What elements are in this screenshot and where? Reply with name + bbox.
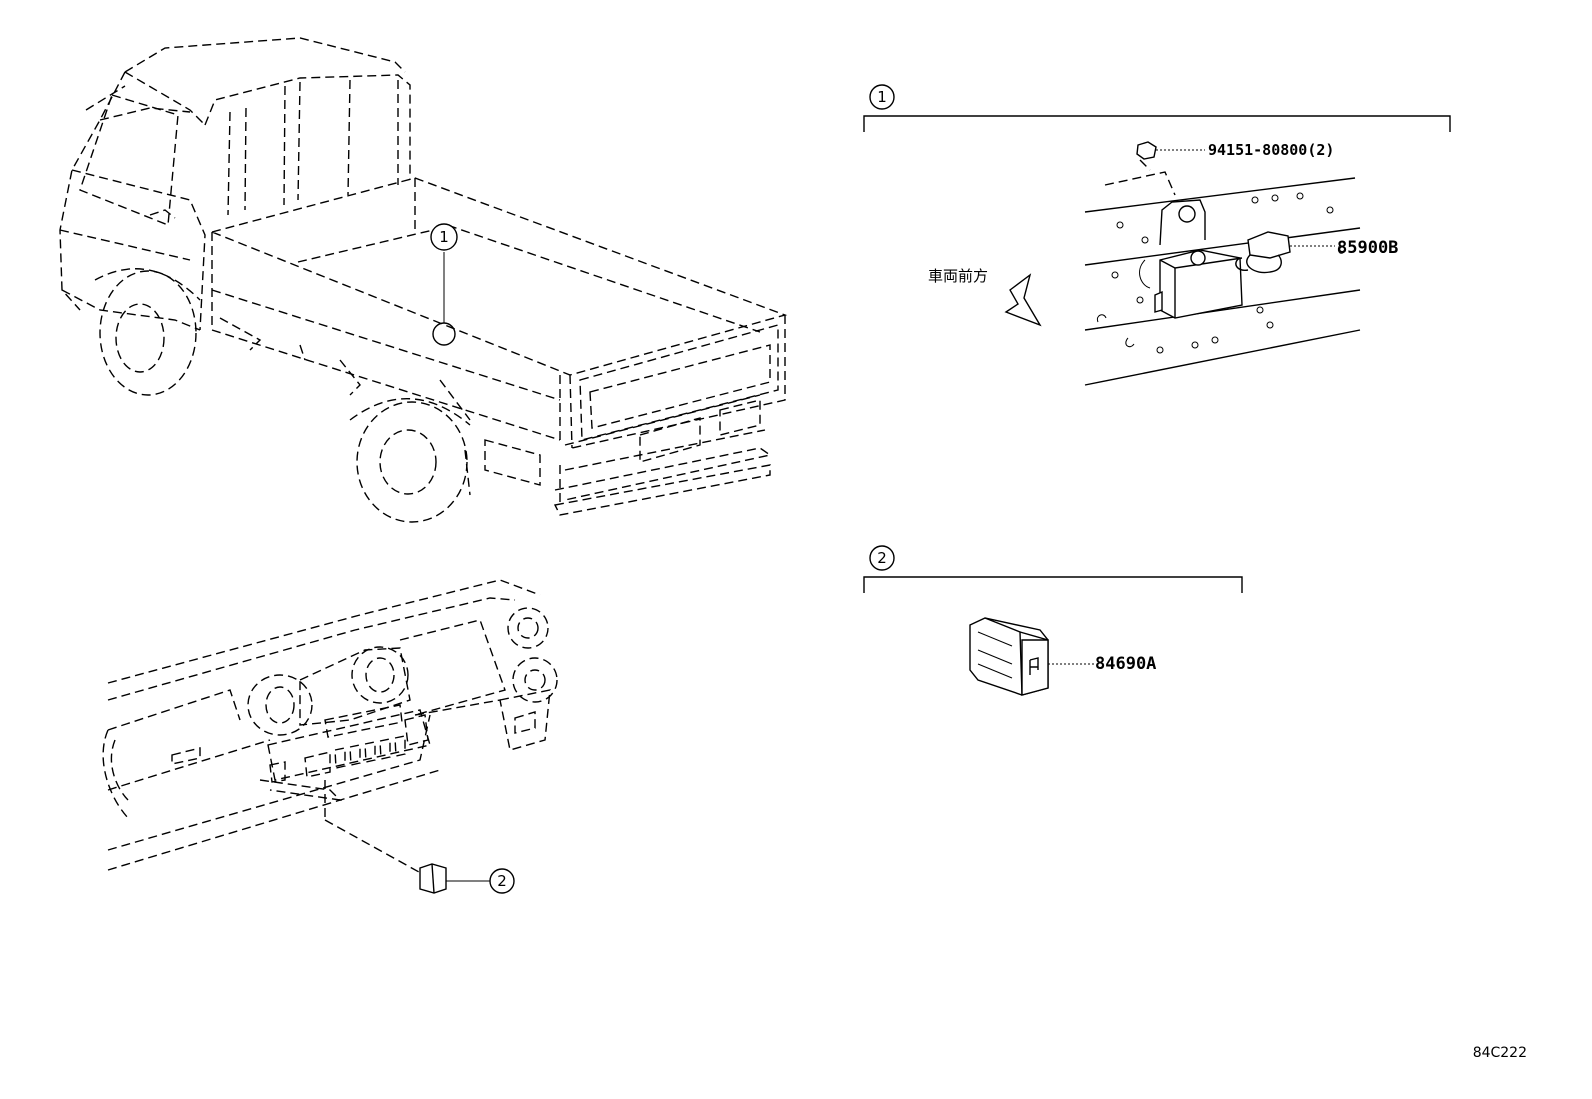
section-2-callout xyxy=(869,545,895,571)
direction-arrow-icon xyxy=(1004,273,1042,327)
callout-2-dashboard-label: 2 xyxy=(497,872,507,890)
vehicle-front-label: 車両前方 xyxy=(928,267,988,285)
truck-illustration xyxy=(59,37,788,523)
section-1-frame xyxy=(863,115,1451,132)
bolt-icon xyxy=(1136,141,1205,160)
switch-small-icon xyxy=(419,863,490,894)
section-2-callout-label: 2 xyxy=(877,549,887,567)
switch-part-number: 84690A xyxy=(1095,654,1156,674)
switch-icon xyxy=(969,617,1094,696)
dashboard-illustration xyxy=(102,579,558,878)
fastener-part-number: 94151-80800(2) xyxy=(1208,141,1334,159)
sensor-part-number: 85900B xyxy=(1337,238,1398,258)
section-1-callout-label: 1 xyxy=(877,88,887,106)
section-1-callout xyxy=(869,84,895,110)
sensor-icon xyxy=(1154,199,1335,319)
section-2-frame xyxy=(863,576,1243,593)
frame-rail xyxy=(1084,159,1361,386)
callout-1-truck xyxy=(430,223,458,251)
diagram-code: 84C222 xyxy=(1473,1045,1527,1061)
callout-1-truck-label: 1 xyxy=(439,228,449,246)
callout-2-dashboard xyxy=(489,868,515,894)
